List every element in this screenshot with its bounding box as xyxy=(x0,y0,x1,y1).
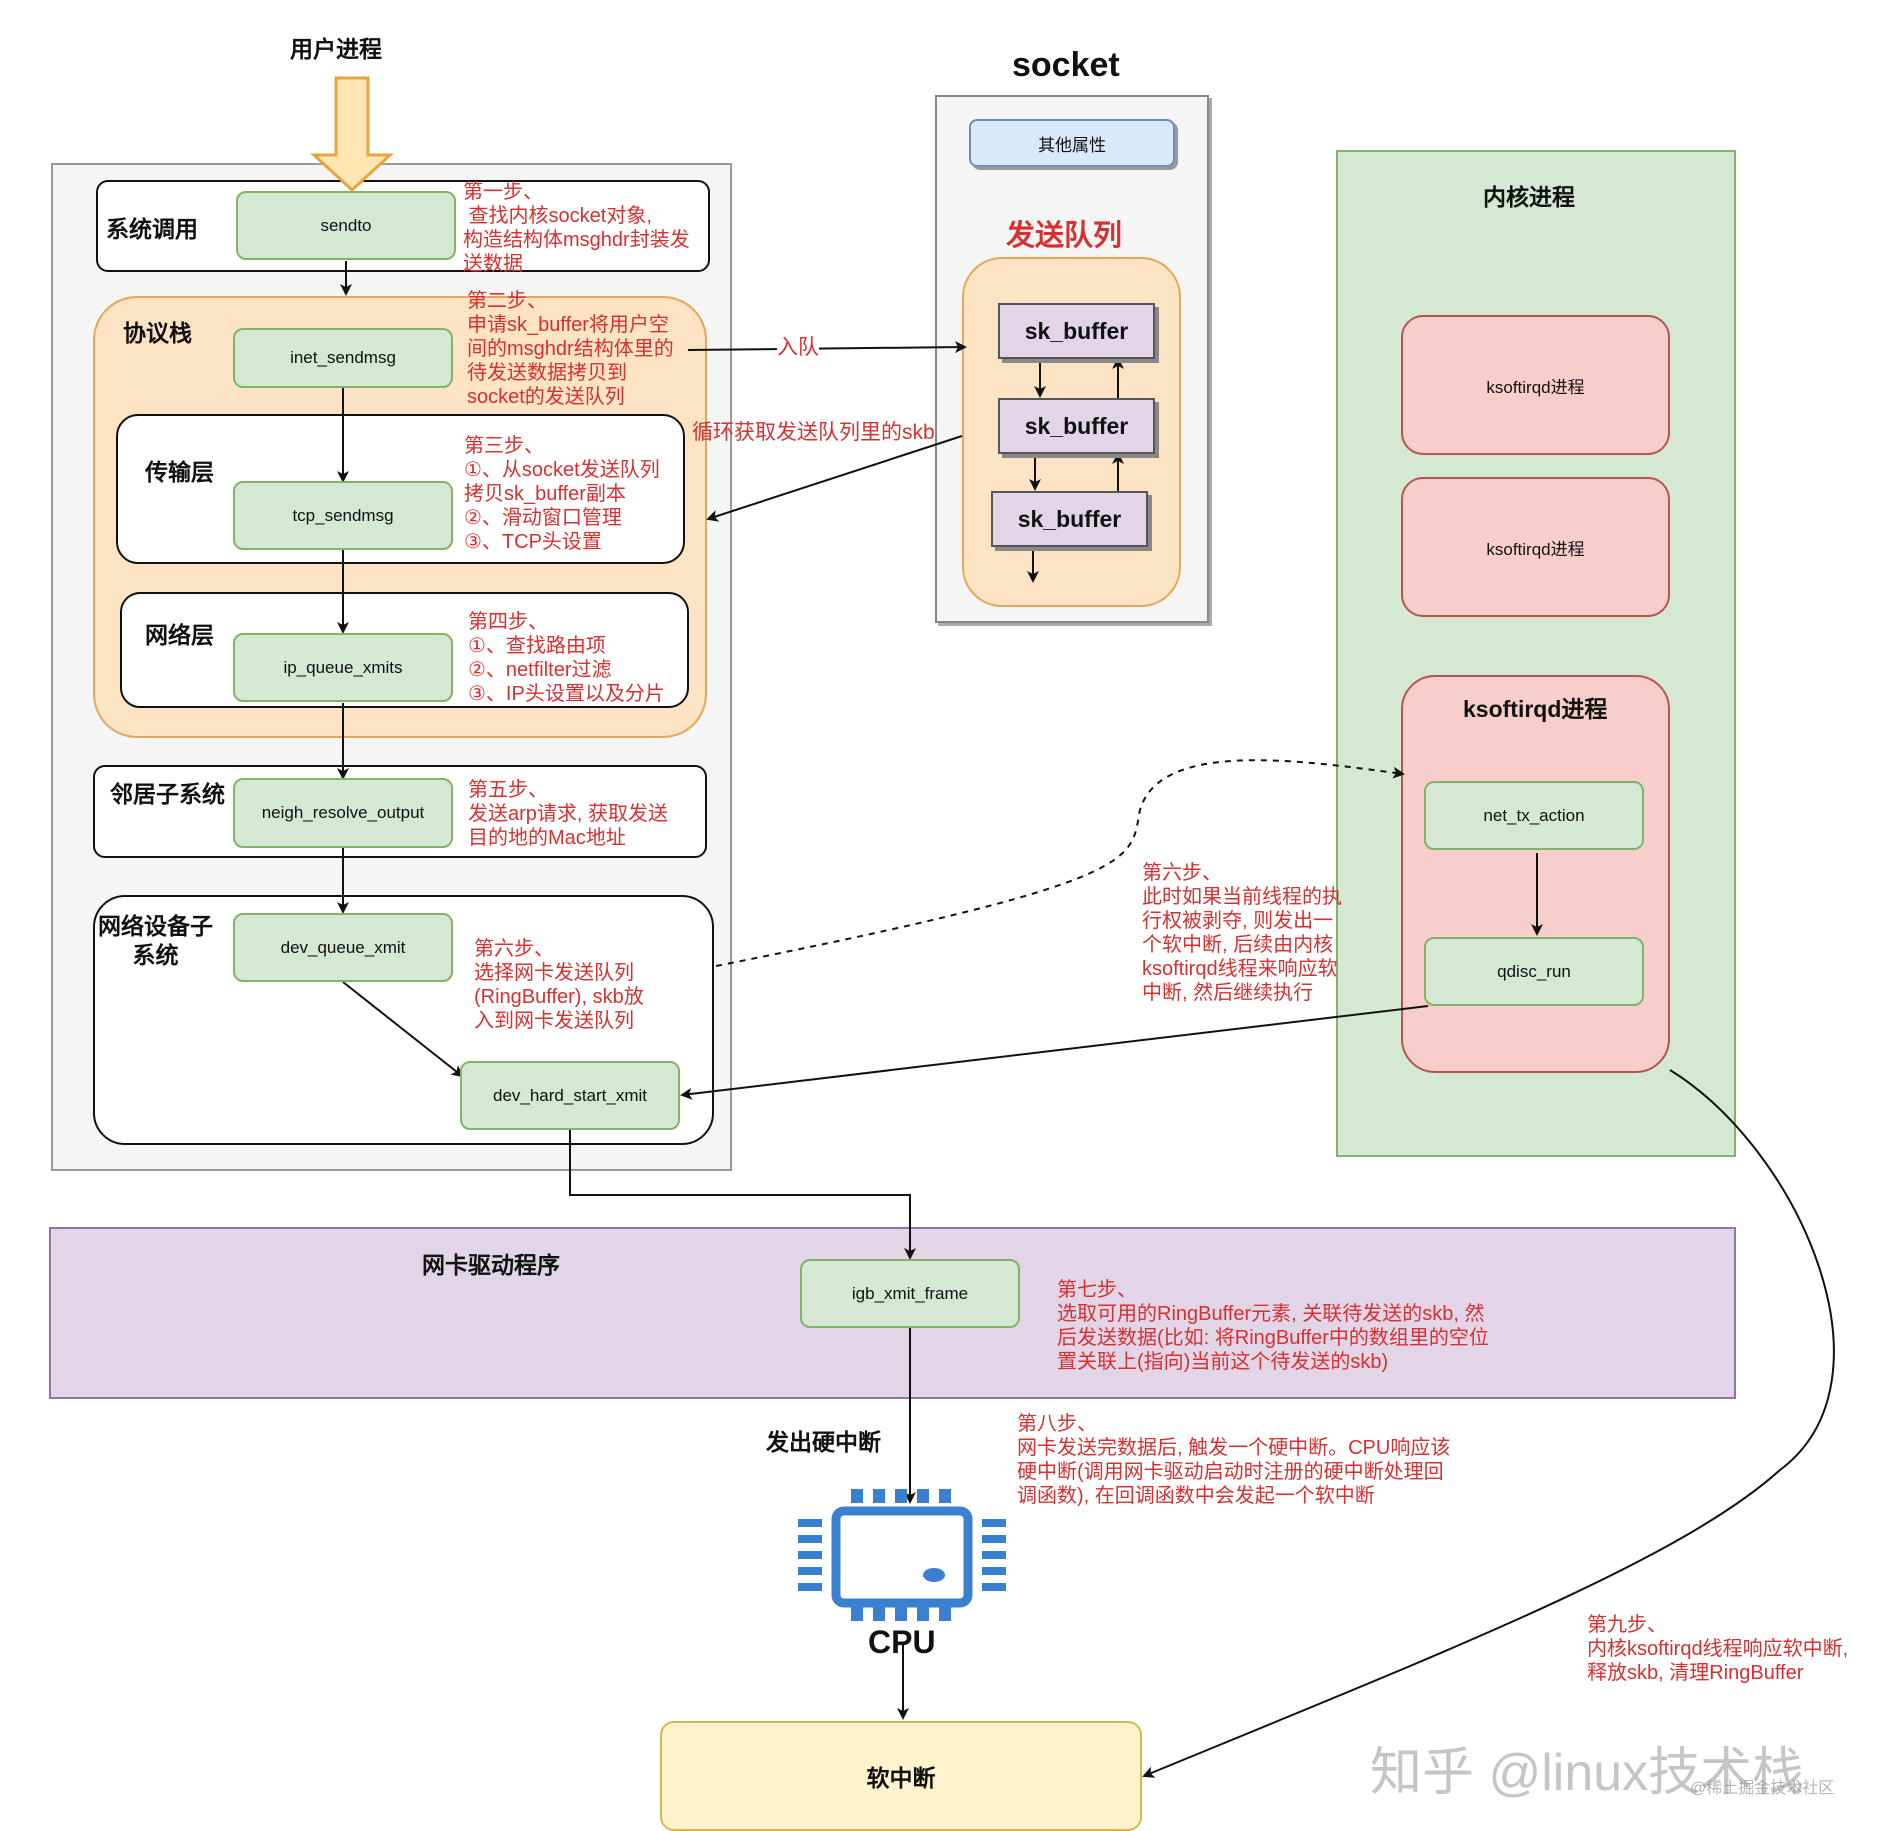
kernel-process-title: 内核进程 xyxy=(1483,184,1575,210)
cpu-icon xyxy=(798,1489,1006,1621)
step6b-note: 第六步、 此时如果当前线程的执 行权被剥夺, 则发出一 个软中断, 后续由内核 … xyxy=(1142,862,1342,1004)
net-tx-action-box: net_tx_action xyxy=(1424,781,1644,850)
soft-irq-box: 软中断 xyxy=(660,1721,1142,1831)
watermark: 知乎 @linux技术栈 xyxy=(1370,1744,1805,1802)
step2-note: 第二步、 申请sk_buffer将用户空 间的msghdr结构体里的 待发送数据… xyxy=(467,290,674,408)
nic-driver-label: 网卡驱动程序 xyxy=(422,1252,560,1278)
other-attrs-label: 其他属性 xyxy=(1038,135,1106,155)
dev-queue-xmit-box: dev_queue_xmit xyxy=(233,913,453,982)
qdisc-run-box: qdisc_run xyxy=(1424,937,1644,1006)
step6a-note: 第六步、 选择网卡发送队列 (RingBuffer), skb放 入到网卡发送队… xyxy=(474,938,644,1032)
sendto-box: sendto xyxy=(236,191,456,260)
step9-note: 第九步、 内核ksoftirqd线程响应软中断, 释放skb, 清理RingBu… xyxy=(1587,1614,1849,1684)
enqueue-label: 入队 xyxy=(777,331,819,361)
watermark-small: @稀土掘金技术社区 xyxy=(1690,1780,1835,1797)
syscall-layer-label: 系统调用 xyxy=(106,216,198,242)
transport-layer-label: 传输层 xyxy=(145,459,214,485)
cpu-label: CPU xyxy=(868,1624,936,1660)
dev-hard-start-xmit-box: dev_hard_start_xmit xyxy=(460,1061,680,1130)
neighbor-layer-label: 邻居子系统 xyxy=(110,781,225,807)
step7-note: 第七步、 选取可用的RingBuffer元素, 关联待发送的skb, 然 后发送… xyxy=(1057,1279,1489,1373)
ksoftirqd-main-box xyxy=(1401,675,1670,1073)
step8-note: 第八步、 网卡发送完数据后, 触发一个硬中断。CPU响应该 硬中断(调用网卡驱动… xyxy=(1017,1413,1451,1507)
network-layer-label: 网络层 xyxy=(145,622,214,648)
hard-irq-label: 发出硬中断 xyxy=(766,1429,881,1455)
send-queue-title: 发送队列 xyxy=(1006,220,1123,252)
step1-note: 第一步、 查找内核socket对象, 构造结构体msghdr封装发 送数据 xyxy=(463,181,690,275)
socket-title: socket xyxy=(1012,46,1120,84)
soft-irq-label: 软中断 xyxy=(866,1765,936,1791)
step3-note: 第三步、 ①、从socket发送队列 拷贝sk_buffer副本 ②、滑动窗口管… xyxy=(464,435,660,553)
other-attrs-box: 其他属性 xyxy=(969,119,1175,167)
loop-fetch-label: 循环获取发送队列里的skb xyxy=(692,421,935,444)
inet-sendmsg-box: inet_sendmsg xyxy=(233,328,453,388)
user-process-label: 用户进程 xyxy=(290,36,382,62)
ksoftirqd-box-1: ksoftirqd进程 xyxy=(1401,315,1670,455)
sk-buffer-2: sk_buffer xyxy=(998,398,1155,454)
step4-note: 第四步、 ①、查找路由项 ②、netfilter过滤 ③、IP头设置以及分片 xyxy=(468,611,665,705)
ksoftirqd-main-title: ksoftirqd进程 xyxy=(1463,696,1608,722)
ip-queue-xmits-box: ip_queue_xmits xyxy=(233,633,453,702)
step5-note: 第五步、 发送arp请求, 获取发送 目的地的Mac地址 xyxy=(468,779,669,849)
sk-buffer-1: sk_buffer xyxy=(998,303,1155,359)
sk-buffer-3: sk_buffer xyxy=(991,491,1148,547)
igb-xmit-frame-box: igb_xmit_frame xyxy=(800,1259,1020,1328)
neigh-resolve-output-box: neigh_resolve_output xyxy=(233,778,453,848)
ksoftirqd-box-2: ksoftirqd进程 xyxy=(1401,477,1670,617)
protocol-stack-label: 协议栈 xyxy=(123,320,192,346)
tcp-sendmsg-box: tcp_sendmsg xyxy=(233,481,453,550)
netdev-layer-label: 网络设备子 系统 xyxy=(98,913,213,968)
